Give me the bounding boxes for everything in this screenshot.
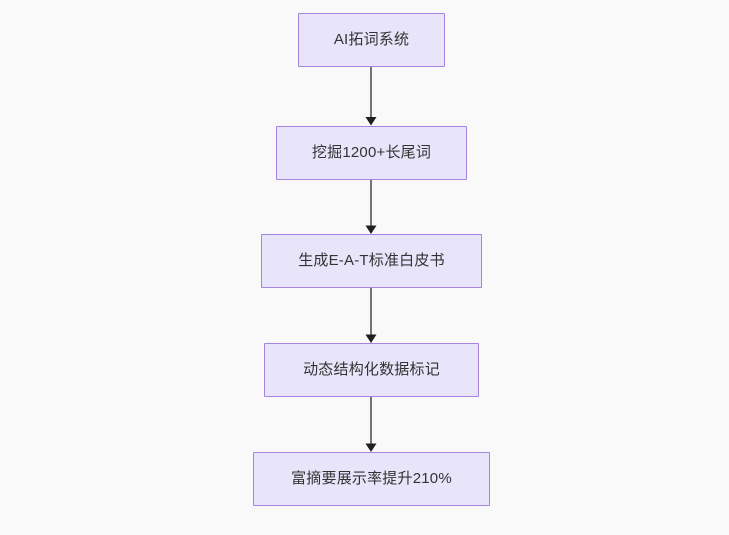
flow-node-label: 生成E-A-T标准白皮书 xyxy=(298,252,445,269)
arrowhead-icon-n4-n5 xyxy=(365,443,377,452)
arrowhead-icon-n2-n3 xyxy=(365,225,377,234)
arrowhead-icon-n3-n4 xyxy=(365,334,377,343)
flow-node-label: 富摘要展示率提升210% xyxy=(291,470,452,487)
edge-n3-to-n4 xyxy=(365,288,377,343)
flow-node-rich-snippet-rate-increase[interactable]: 富摘要展示率提升210% xyxy=(253,452,490,506)
flow-node-label: 挖掘1200+长尾词 xyxy=(311,144,432,161)
flow-node-generate-eat-whitepaper[interactable]: 生成E-A-T标准白皮书 xyxy=(261,234,482,288)
flow-node-ai-keyword-system[interactable]: AI拓词系统 xyxy=(298,13,445,67)
flow-node-dynamic-structured-data-markup[interactable]: 动态结构化数据标记 xyxy=(264,343,479,397)
edge-n4-to-n5 xyxy=(365,397,377,452)
edge-n2-to-n3 xyxy=(365,180,377,234)
arrowhead-icon-n1-n2 xyxy=(365,117,377,126)
flow-node-label: AI拓词系统 xyxy=(333,31,410,48)
edge-n1-to-n2 xyxy=(365,67,377,126)
flow-node-label: 动态结构化数据标记 xyxy=(303,361,440,378)
flow-node-mine-longtail-keywords[interactable]: 挖掘1200+长尾词 xyxy=(276,126,467,180)
